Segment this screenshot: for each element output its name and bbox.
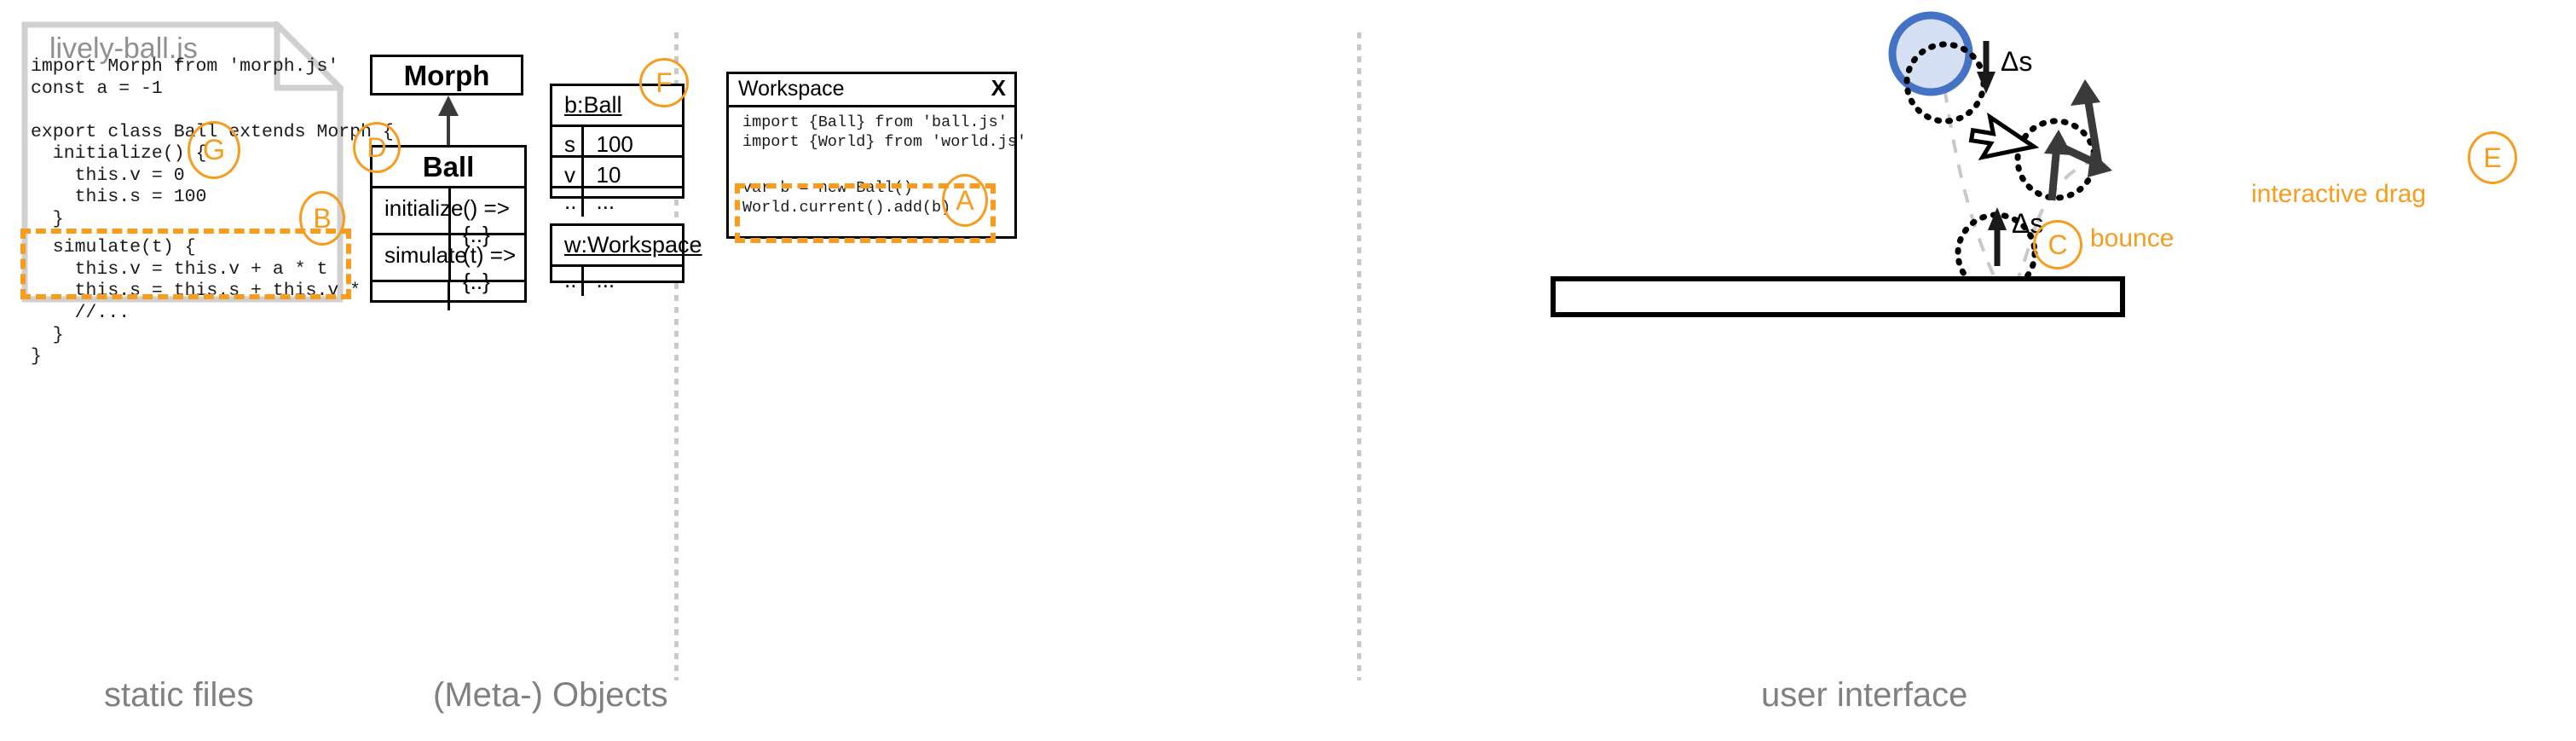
close-icon[interactable]: X [991,75,1006,101]
marker-g: G [188,121,240,179]
instance-value: 100 [596,131,633,157]
animation-stage [1551,11,2125,317]
table-row: s 100 [552,124,682,157]
marker-c: C [2033,220,2082,269]
uml-member-value: (t) => {..} [463,242,517,294]
drag-vector-arrows [2044,79,2112,201]
instance-ball-title-text: b:Ball [564,92,622,118]
ground-platform [1551,276,2125,317]
instance-workspace-title: w:Workspace [552,226,702,264]
panel-caption-meta-objects: (Meta-) Objects [433,676,668,714]
uml-class-ball-title: Ball [422,151,475,182]
label-interactive-drag: interactive drag [2251,180,2427,208]
workspace-code-imports[interactable]: import {Ball} from 'ball.js' import {Wor… [742,113,1027,151]
instance-value: 10 [596,162,621,188]
uml-class-morph-title: Morph [403,60,490,91]
delta-s-arrow-up [1988,207,2007,266]
table-row: .. ... [552,186,682,217]
highlight-box-workspace-snippet [735,183,996,243]
uml-class-morph: Morph [370,55,523,96]
marker-d: D [353,122,401,173]
table-row: .. ... [552,264,682,296]
workspace-title: Workspace [738,77,845,101]
ball-blue [1888,11,1973,96]
generalization-arrow [438,96,459,147]
marker-e: E [2468,131,2517,184]
marker-a: A [942,174,988,227]
mouse-cursor-icon [1968,112,2040,161]
panel-caption-user-interface: user interface [1761,676,1968,714]
file-code-bottom: //... } } [31,303,130,367]
uml-member-value: () => {..} [463,195,510,247]
uml-row: .. ... [373,280,524,310]
panel-separator-2 [1357,32,1361,680]
panel-separator-1 [674,32,679,680]
instance-workspace-title-text: w:Workspace [564,232,702,258]
uml-member-value: ... [461,282,481,308]
trajectory-path-arc [2036,160,2089,223]
uml-row: simulate (t) => {..} [373,233,524,294]
table-row: v 10 [552,155,682,188]
marker-b: B [299,191,345,246]
file-name-label: lively-ball.js [49,32,198,65]
instance-value: ... [596,188,615,214]
panel-caption-static-files: static files [104,676,254,714]
instance-key: v [552,158,585,188]
instance-key: .. [552,188,585,217]
workspace-titlebar[interactable]: Workspace X [729,74,1014,107]
uml-class-ball: Ball initialize () => {..} simulate (t) … [370,145,527,310]
instance-value: ... [596,267,615,292]
label-bounce: bounce [2090,224,2175,252]
workspace-window[interactable]: Workspace X import {Ball} from 'ball.js'… [726,72,1026,239]
highlight-box-simulate [20,229,351,299]
instance-ball-title: b:Ball [552,86,682,124]
delta-s-arrow-down [1977,41,1996,94]
marker-f: F [639,58,689,107]
uml-row: initialize () => {..} [373,186,524,247]
instance-table-workspace: w:Workspace .. ... [550,223,702,296]
uml-member-name: simulate [373,235,467,280]
uml-member-name: initialize [373,188,464,233]
uml-member-name: .. [373,282,450,310]
delta-s-label-top: Δs [2001,46,2033,77]
instance-key: s [552,127,585,157]
instance-key: .. [552,267,585,296]
